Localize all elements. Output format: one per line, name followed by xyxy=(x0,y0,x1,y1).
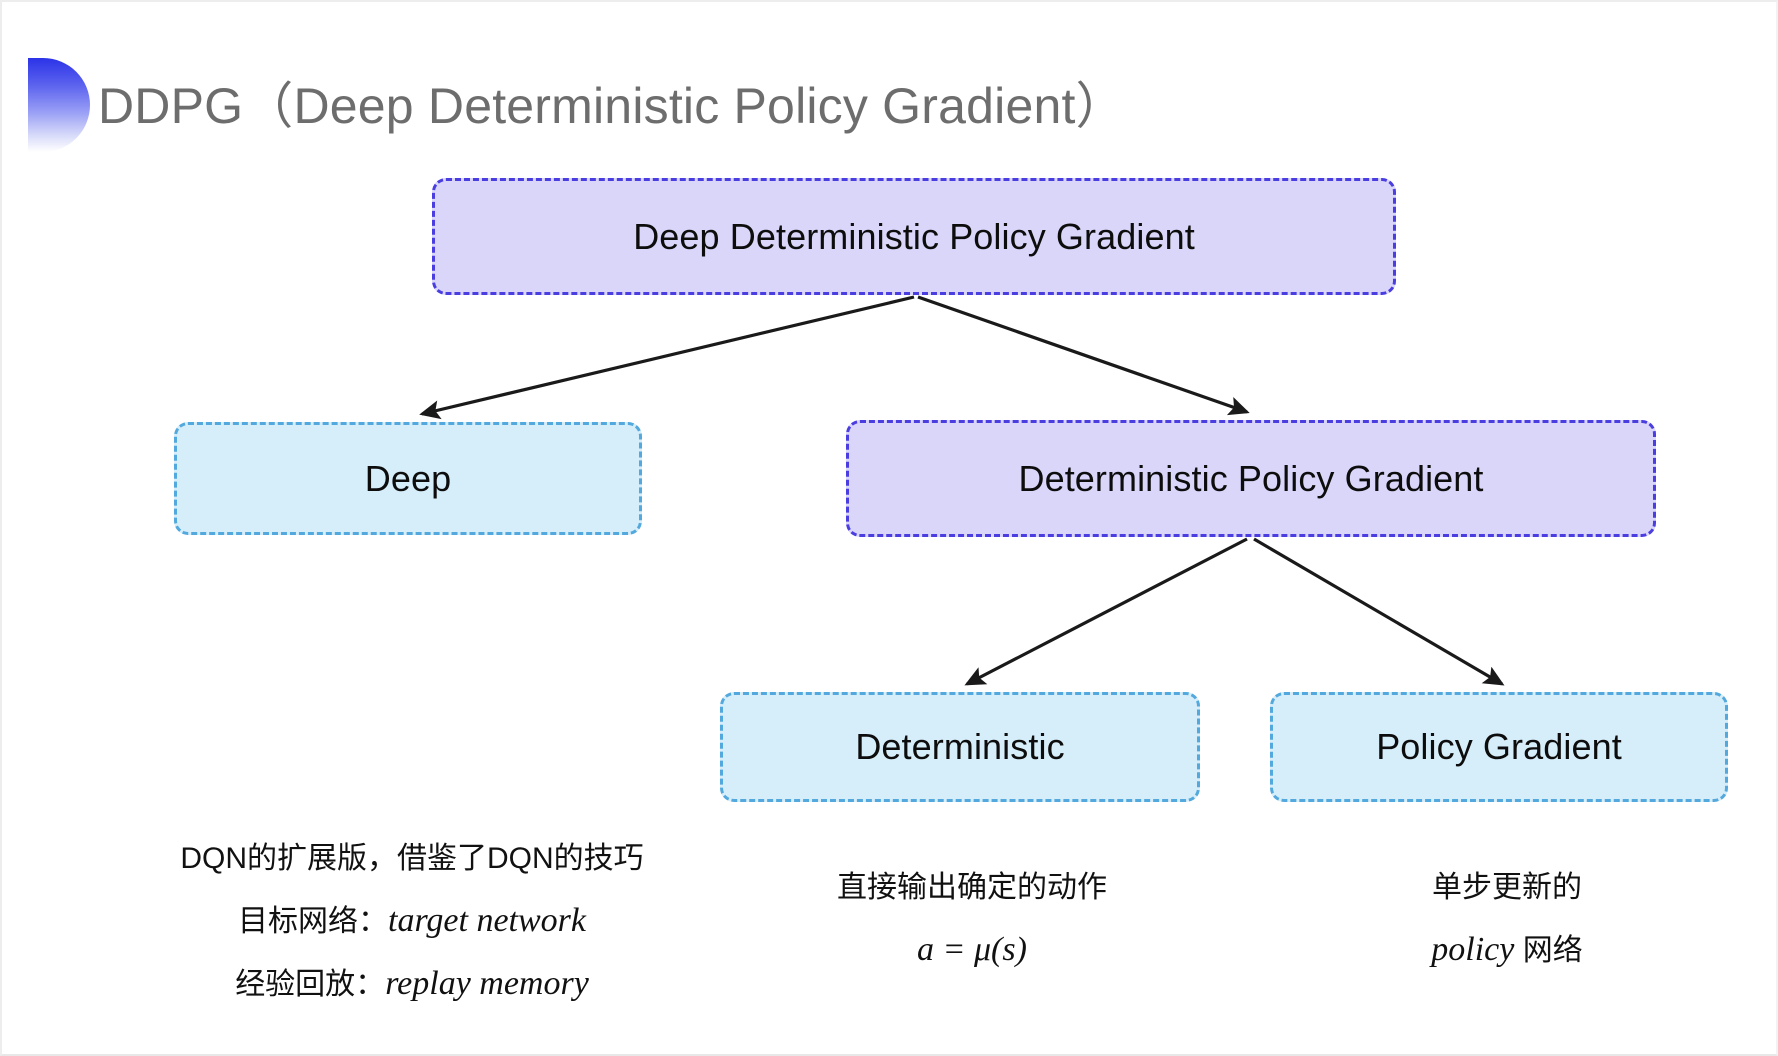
node-policy-gradient[interactable]: Policy Gradient xyxy=(1270,692,1728,802)
caption-deep-line2: 目标网络：target network xyxy=(152,890,672,953)
edge-root-to-dpg xyxy=(917,295,1250,416)
caption-policy-gradient-line1: 单步更新的 xyxy=(1432,871,1582,904)
node-deep-deterministic-policy-gradient[interactable]: Deep Deterministic Policy Gradient xyxy=(432,178,1396,295)
edge-dpg-to-policy-gradient xyxy=(1253,537,1505,686)
page-title: DDPG（Deep Deterministic Policy Gradient） xyxy=(98,78,1126,134)
caption-policy-gradient-line2: policy 网络 xyxy=(1342,919,1672,982)
caption-deterministic-formula: a = μ(s) xyxy=(917,931,1027,968)
edge-dpg-to-deterministic xyxy=(964,537,1248,686)
edge-root-to-deep xyxy=(419,295,915,420)
node-deep[interactable]: Deep xyxy=(174,422,642,535)
title-bullet-decoration-icon xyxy=(28,58,90,152)
caption-deep-line1: DQN的扩展版，借鉴了DQN的技巧 xyxy=(180,842,644,875)
caption-deep-line3-label: 经验回放： xyxy=(235,968,386,1001)
caption-deep-line3: 经验回放：replay memory xyxy=(152,953,672,1016)
node-deterministic[interactable]: Deterministic xyxy=(720,692,1200,802)
node-deterministic-policy-gradient[interactable]: Deterministic Policy Gradient xyxy=(846,420,1656,537)
caption-deep: DQN的扩展版，借鉴了DQN的技巧 目标网络：target network 经验… xyxy=(152,828,672,1016)
caption-policy-gradient-suffix: 网络 xyxy=(1514,934,1583,967)
caption-deep-line3-term: replay memory xyxy=(385,965,589,1002)
caption-deep-line2-label: 目标网络： xyxy=(238,905,388,938)
caption-policy-gradient: 单步更新的 policy 网络 xyxy=(1342,857,1672,982)
caption-deterministic-line1: 直接输出确定的动作 xyxy=(837,871,1107,904)
caption-deep-line2-term: target network xyxy=(388,902,586,939)
caption-policy-gradient-term: policy xyxy=(1431,931,1515,968)
caption-deterministic: 直接输出确定的动作 a = μ(s) xyxy=(792,857,1152,981)
